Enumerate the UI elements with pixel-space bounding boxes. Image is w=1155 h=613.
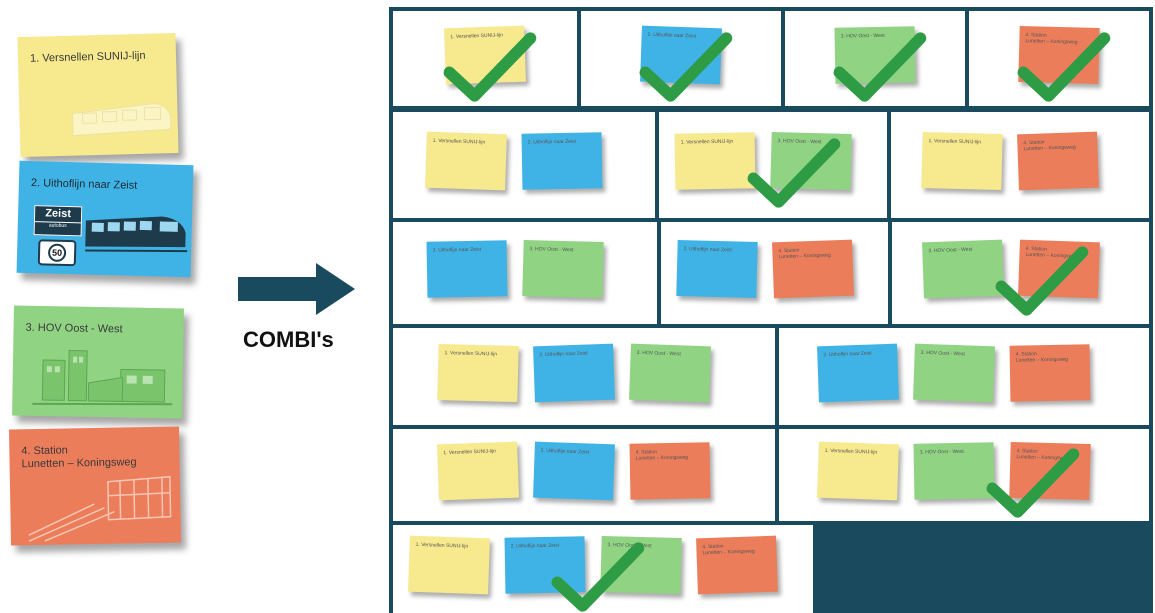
note-hov-oost-west: 3. HOV Oost - West bbox=[12, 305, 184, 419]
speed-sign-value: 50 bbox=[47, 243, 67, 262]
combination-cell-2-3: 2. Uithoflijn naar Zeist 3. HOV Oost - We… bbox=[393, 222, 657, 324]
combis-label: COMBI's bbox=[243, 327, 334, 352]
combination-cell-3: 3. HOV Oost - West bbox=[785, 11, 965, 106]
tram-sketch-icon bbox=[71, 103, 172, 137]
zeist-sign-sub: autobus bbox=[34, 221, 81, 230]
combination-cell-1: 1. Versnellen SUNIJ-lijn bbox=[393, 11, 577, 106]
checkmark-icon bbox=[1017, 32, 1111, 102]
mini-note-uithoflijn: 2. Uithoflijn naar Zeist bbox=[533, 343, 615, 403]
mini-note-uithoflijn: 2. Uithoflijn naar Zeist bbox=[675, 239, 758, 299]
tram-icon bbox=[85, 216, 188, 253]
mini-note-hov: 3. HOV Oost - West bbox=[629, 343, 711, 403]
checkmark-icon bbox=[551, 542, 645, 612]
combination-cell-1-3-4: 1. Versnellen SUNIJ-lijn 3. HOV Oost - We… bbox=[779, 429, 1149, 521]
mini-note-hov: 3. HOV Oost - West bbox=[522, 239, 604, 299]
zeist-sign: Zeist autobus bbox=[33, 205, 83, 237]
note-station-lunetten: 4. Station Lunetten – Koningsweg bbox=[9, 426, 181, 546]
checkmark-icon bbox=[639, 32, 733, 102]
mini-note-label: 2. Uithoflijn naar Zeist bbox=[432, 246, 482, 254]
mini-note-label: 2. Uithoflijn naar Zeist bbox=[682, 246, 732, 254]
combination-cell-1-2: 1. Versnellen SUNIJ-lijn 2. Uithoflijn na… bbox=[393, 112, 655, 218]
note-label: 2. Uithoflijn naar Zeist bbox=[30, 177, 138, 192]
mini-note-label: 4. Station Lunetten – Koningsweg bbox=[1015, 351, 1069, 364]
mini-note-label: 3. HOV Oost - West bbox=[529, 246, 574, 254]
mini-note-label: 4. Station Lunetten – Koningsweg bbox=[702, 543, 755, 557]
combination-cell-2: 2. Uithoflijn naar Zeist bbox=[581, 11, 781, 106]
mini-note-station: 4. Station Lunetten – Koningsweg bbox=[1017, 131, 1099, 191]
mini-note-versnellen: 1. Versnellen SUNIJ-lijn bbox=[437, 441, 519, 501]
checkmark-icon bbox=[747, 138, 841, 208]
station-scene-icon bbox=[28, 475, 172, 542]
mini-note-station: 4. Station Lunetten – Koningsweg bbox=[1009, 344, 1091, 402]
mini-note-versnellen: 1. Versnellen SUNIJ-lijn bbox=[408, 535, 490, 595]
checkmark-icon bbox=[443, 32, 537, 102]
mini-note-versnellen: 1. Versnellen SUNIJ-lijn bbox=[674, 132, 756, 190]
note-uithoflijn-zeist: 2. Uithoflijn naar Zeist Zeist autobus 5… bbox=[16, 160, 194, 278]
mini-note-label: 2. Uithoflijn naar Zeist bbox=[527, 138, 577, 146]
note-versnellen-sunij: 1. Versnellen SUNIJ-lijn bbox=[17, 32, 179, 158]
mini-note-label: 1. Versnellen SUNIJ-lijn bbox=[680, 138, 734, 146]
mini-note-uithoflijn: 2. Uithoflijn naar Zeist bbox=[817, 343, 899, 403]
zeist-sign-text: Zeist bbox=[45, 207, 72, 221]
mini-note-station: 4. Station Lunetten – Koningsweg bbox=[696, 535, 778, 595]
speed-sign-50: 50 bbox=[37, 239, 77, 267]
mini-note-uithoflijn: 2. Uithoflijn naar Zeist bbox=[426, 240, 508, 298]
mini-note-hov: 3. HOV Oost - West bbox=[913, 442, 995, 500]
mini-note-label: 4. Station Lunetten – Koningsweg bbox=[777, 247, 831, 261]
combination-cell-2-4: 2. Uithoflijn naar Zeist 4. Station Lunet… bbox=[661, 222, 888, 324]
city-scene-icon bbox=[32, 349, 173, 406]
mini-note-hov: 3. HOV Oost - West bbox=[913, 343, 995, 403]
combination-cell-4: 4. Station Lunetten – Koningsweg bbox=[969, 11, 1149, 106]
mini-note-label: 4. Station Lunetten – Koningsweg bbox=[1023, 139, 1076, 153]
checkmark-icon bbox=[986, 448, 1080, 518]
mini-note-station: 4. Station Lunetten – Koningsweg bbox=[629, 442, 711, 500]
mini-note-uithoflijn: 2. Uithoflijn naar Zeist bbox=[533, 441, 615, 501]
note-label: 3. HOV Oost - West bbox=[25, 321, 123, 336]
mini-note-versnellen: 1. Versnellen SUNIJ-lijn bbox=[921, 131, 1003, 191]
checkmark-icon bbox=[995, 246, 1088, 316]
note-label: 1. Versnellen SUNIJ-lijn bbox=[29, 49, 146, 65]
mini-note-versnellen: 1. Versnellen SUNIJ-lijn bbox=[437, 343, 519, 403]
mini-note-versnellen: 1. Versnellen SUNIJ-lijn bbox=[425, 131, 507, 191]
note-label: 4. Station Lunetten – Koningsweg bbox=[21, 444, 137, 471]
arrow-right-icon bbox=[238, 263, 355, 315]
checkmark-icon bbox=[833, 32, 927, 102]
mini-note-hov: 3. HOV Oost - West bbox=[921, 239, 1004, 299]
mini-note-uithoflijn: 2. Uithoflijn naar Zeist bbox=[521, 132, 603, 190]
mini-note-station: 4. Station Lunetten – Koningsweg bbox=[771, 239, 854, 299]
mini-note-versnellen: 1. Versnellen SUNIJ-lijn bbox=[817, 441, 899, 501]
combination-cell-1-4: 1. Versnellen SUNIJ-lijn 4. Station Lunet… bbox=[891, 112, 1149, 218]
mini-note-label: 4. Station Lunetten – Koningsweg bbox=[635, 449, 689, 462]
mini-note-label: 3. HOV Oost - West bbox=[919, 448, 964, 456]
